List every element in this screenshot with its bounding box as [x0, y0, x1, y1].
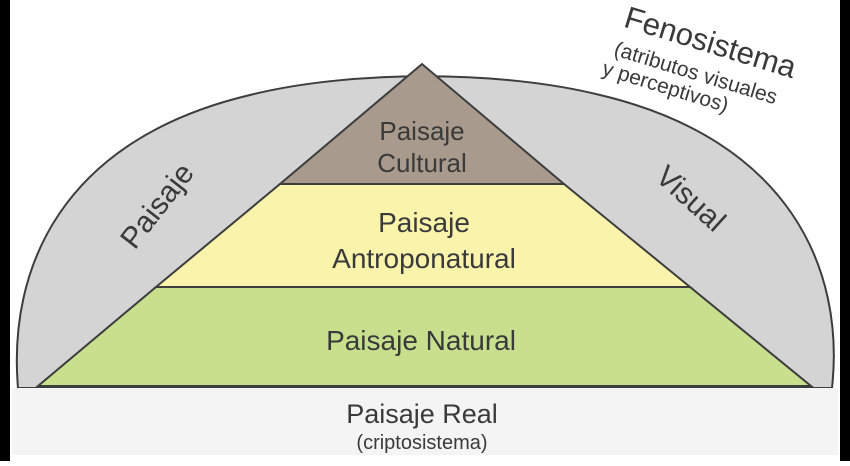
base-subtitle: (criptosistema) [356, 432, 487, 454]
frame-right-edge [840, 0, 850, 461]
base-title: Paisaje Real [346, 399, 498, 429]
cultural-label-line2: Cultural [377, 148, 467, 178]
antroponatural-label-line1: Paisaje [378, 207, 470, 238]
frame-left-edge [0, 0, 10, 461]
level-cultural [277, 62, 567, 185]
base-band [12, 388, 838, 455]
antroponatural-label-line2: Antroponatural [332, 243, 516, 274]
cultural-label-line1: Paisaje [379, 116, 464, 146]
natural-label: Paisaje Natural [326, 325, 516, 356]
